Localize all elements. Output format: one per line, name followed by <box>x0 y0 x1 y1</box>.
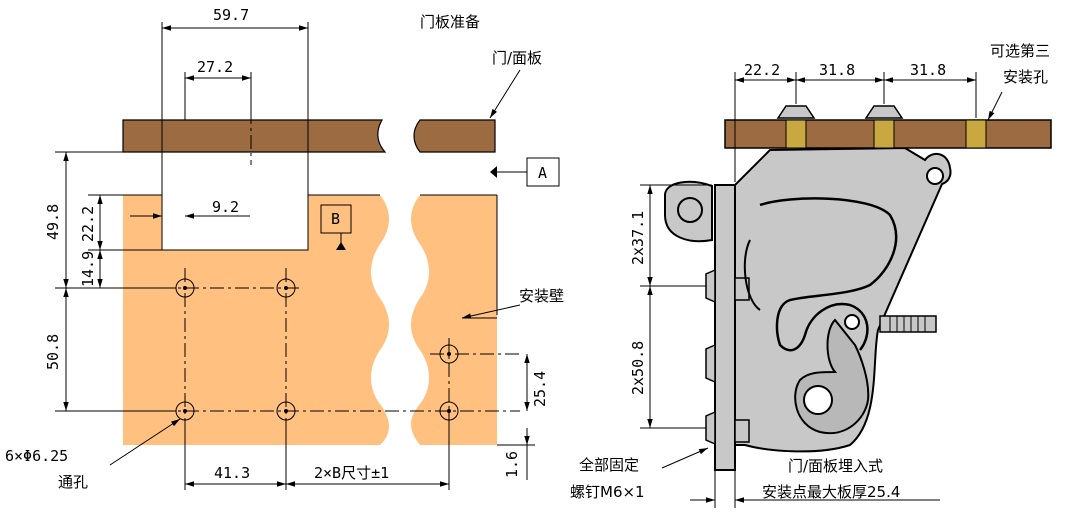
mount-wall-label: 安装壁 <box>519 287 564 305</box>
dim-r-22-2: 22.2 <box>744 61 780 79</box>
cutout-plate-right <box>411 195 497 445</box>
dim-r-31-8a: 31.8 <box>819 61 855 79</box>
dim-14-9: 14.9 <box>79 251 97 287</box>
screws-label-1: 全部固定 <box>579 456 639 474</box>
optional-hole-label-2: 安装孔 <box>1003 68 1048 86</box>
datum-b-box <box>320 204 352 234</box>
bushings <box>776 105 987 149</box>
drawing-title: 门板准备 <box>420 13 480 31</box>
dim-2xb: 2×B尺寸±1 <box>314 464 389 482</box>
dim-25-4: 25.4 <box>531 371 549 407</box>
latch-cam-slot <box>759 197 898 352</box>
embed-label-1: 门/面板埋入式 <box>788 457 883 475</box>
cutout-plate-left <box>123 195 389 445</box>
datum-a: A <box>538 164 547 182</box>
datum-b: B <box>331 210 340 228</box>
dim-2x37-1: 2x37.1 <box>629 211 647 265</box>
door-panel-strip-right <box>413 119 496 153</box>
door-panel-label: 门/面板 <box>492 49 542 67</box>
door-panel-strip-left <box>122 119 387 153</box>
dim-41-3: 41.3 <box>214 464 250 482</box>
dim-1-6: 1.6 <box>503 451 521 478</box>
dim-r-31-8b: 31.8 <box>910 61 946 79</box>
right-view: 22.2 31.8 31.8 可选第三 安装孔 2x37.1 2x50.8 全部… <box>570 42 1052 508</box>
dim-59-7: 59.7 <box>213 6 249 24</box>
cutout-edge <box>123 194 380 251</box>
dim-2x50-8: 2x50.8 <box>629 341 647 395</box>
dim-50-8: 50.8 <box>44 334 62 370</box>
optional-hole-label-1: 可选第三 <box>990 42 1050 60</box>
holes-label-1: 6×Φ6.25 <box>5 447 68 465</box>
threaded-stud <box>879 315 937 333</box>
dim-22-2: 22.2 <box>79 206 97 242</box>
embed-label-2: 安装点最大板厚25.4 <box>762 483 900 501</box>
holes-label-2: 通孔 <box>58 473 88 491</box>
mounting-plate <box>714 184 736 471</box>
screws-label-2: 螺钉M6×1 <box>570 483 645 501</box>
left-view: 59.7 27.2 9.2 49.8 22.2 14.9 50.8 25.4 1… <box>5 6 564 491</box>
latch-housing <box>734 146 952 453</box>
dim-49-8: 49.8 <box>44 204 62 240</box>
dim-9-2: 9.2 <box>212 198 239 216</box>
datum-a-box <box>526 157 560 187</box>
dim-27-2: 27.2 <box>197 58 233 76</box>
